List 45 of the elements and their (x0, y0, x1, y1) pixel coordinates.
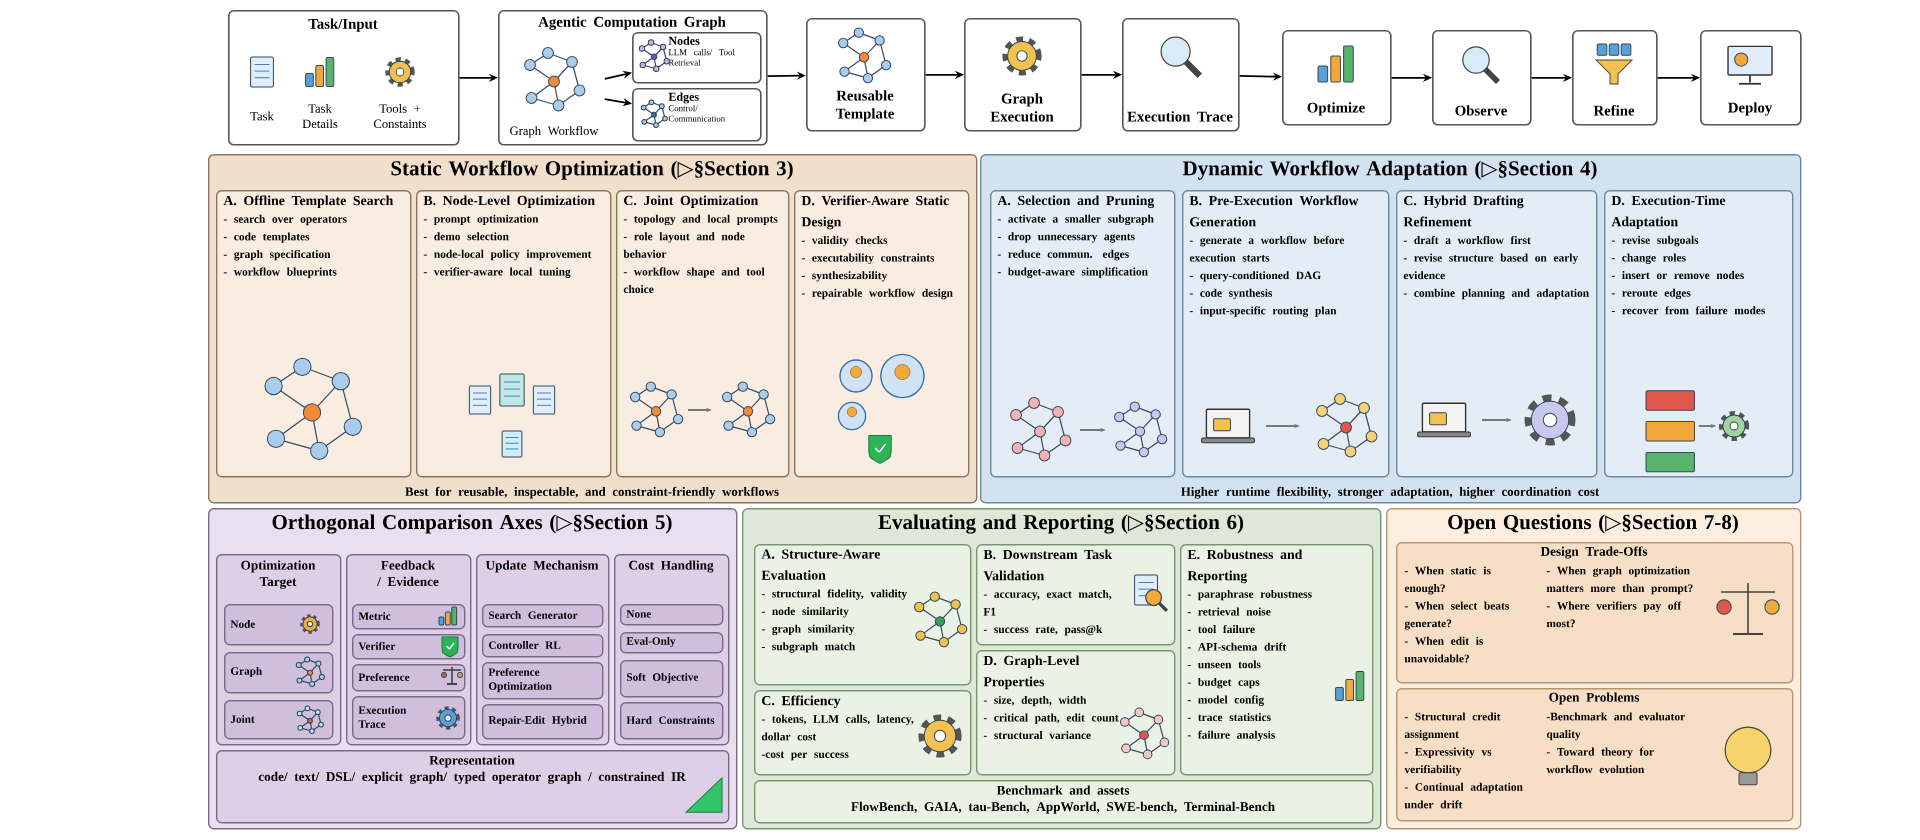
edges-box (632, 88, 762, 142)
axis-option (352, 604, 466, 630)
method-card (754, 690, 972, 776)
method-card (794, 190, 970, 478)
panel-title: Open Questions (▷§Section 7-8) (1448, 514, 1738, 534)
axis-option (620, 632, 724, 654)
step-box (1122, 18, 1240, 132)
axis-option (352, 696, 466, 740)
step-box (964, 18, 1082, 132)
step-box (1572, 30, 1658, 126)
panel-title: Evaluating and Reporting (▷§Section 6) (878, 514, 1244, 534)
input-box (228, 10, 460, 146)
benchmark-box (754, 780, 1374, 824)
axis-option (482, 662, 604, 700)
axis-option (482, 704, 604, 740)
axis-option (224, 604, 334, 646)
question-card (1396, 688, 1794, 822)
method-card (416, 190, 612, 478)
panel-title: Static Workflow Optimization (▷§Section 3) (391, 160, 793, 180)
axis-option (620, 702, 724, 740)
panel-title: Orthogonal Comparison Axes (▷§Section 5) (272, 514, 672, 534)
axis-option (620, 660, 724, 698)
step-box (1432, 30, 1532, 126)
axis-option (352, 664, 466, 692)
method-card (216, 190, 412, 478)
method-card (616, 190, 790, 478)
method-card (1180, 544, 1374, 776)
method-card (976, 650, 1176, 776)
method-card (1604, 190, 1794, 478)
nodes-box (632, 32, 762, 84)
method-card (976, 544, 1176, 646)
question-card (1396, 542, 1794, 684)
axis-option (224, 652, 334, 694)
axis-option (224, 700, 334, 740)
method-card (1396, 190, 1598, 478)
step-box (806, 18, 926, 132)
method-card (1182, 190, 1390, 478)
axis-option (620, 604, 724, 626)
axis-option (482, 634, 604, 658)
axis-option (482, 604, 604, 628)
representation-box (216, 750, 730, 824)
panel-title: Dynamic Workflow Adaptation (▷§Section 4) (1182, 160, 1597, 180)
method-card (754, 544, 972, 686)
method-card (990, 190, 1176, 478)
step-box (1282, 30, 1392, 126)
